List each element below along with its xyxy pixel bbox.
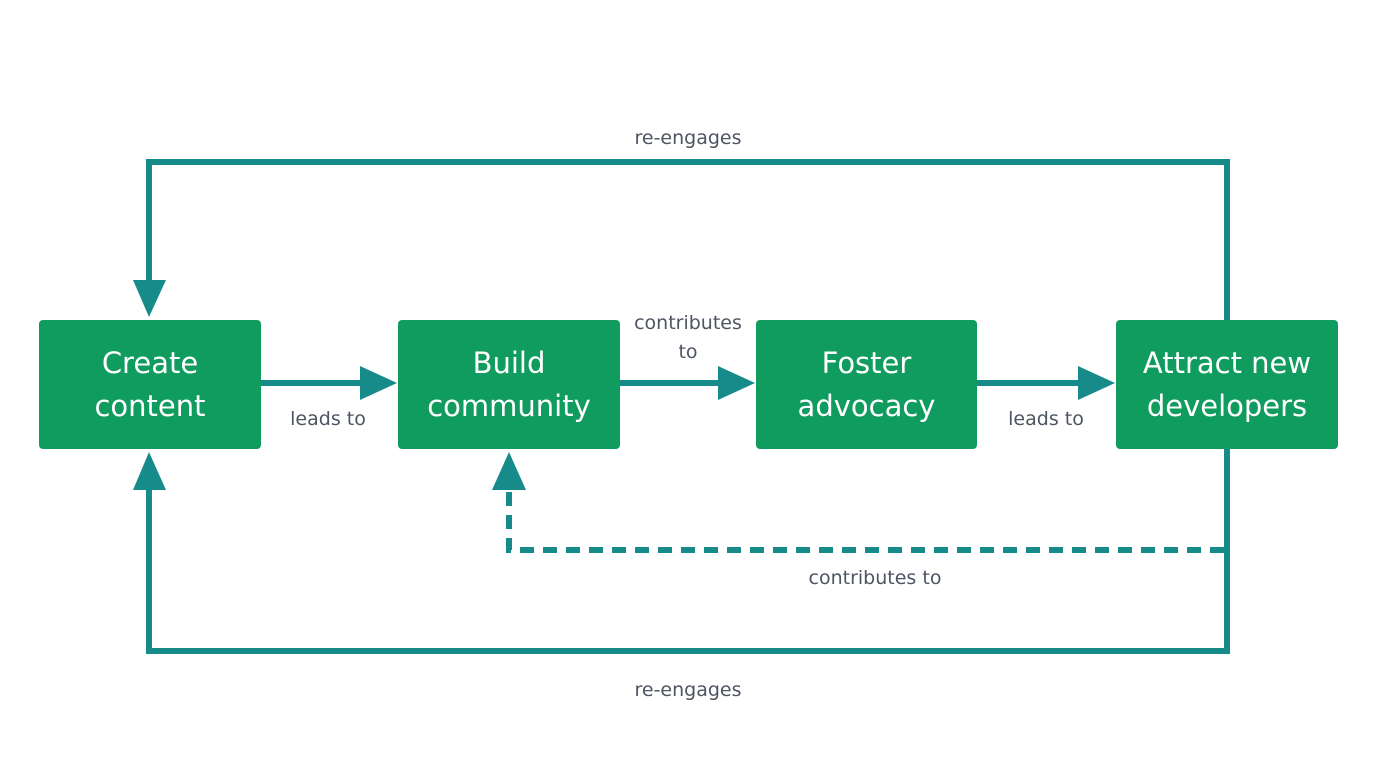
node-foster-advocacy: Foster advocacy bbox=[756, 320, 977, 449]
node-create-content-line1: Create bbox=[101, 345, 199, 380]
edge-label-leads-to-foster-attract: leads to bbox=[1008, 408, 1084, 430]
node-attract-developers: Attract new developers bbox=[1116, 320, 1338, 449]
node-build-community-line2: community bbox=[427, 388, 591, 423]
arrowhead-create-bottom bbox=[133, 452, 166, 490]
edge-label-reengages-bottom: re-engages bbox=[634, 679, 742, 701]
arrowhead-attract-left bbox=[1078, 366, 1115, 400]
edge-label-contributes-line1: contributes bbox=[634, 312, 742, 334]
edge-label-leads-to-create-build: leads to bbox=[290, 408, 366, 430]
node-build-community: Build community bbox=[398, 320, 620, 449]
arrowhead-foster-left bbox=[718, 366, 755, 400]
node-create-content: Create content bbox=[39, 320, 261, 449]
edge-attract-to-build-dashed-line bbox=[506, 489, 1224, 553]
arrowhead-build-bottom bbox=[492, 452, 526, 490]
edge-attract-to-create-bottom-line bbox=[146, 449, 1230, 654]
edge-label-contributes-line2: to bbox=[678, 341, 698, 363]
node-attract-developers-line1: Attract new bbox=[1142, 345, 1312, 380]
node-attract-developers-line2: developers bbox=[1146, 388, 1308, 423]
node-create-content-line2: content bbox=[94, 388, 206, 423]
arrowhead-build-left bbox=[360, 366, 397, 400]
edge-label-contributes-to-build-foster: contributes to bbox=[608, 309, 768, 367]
node-foster-advocacy-line1: Foster bbox=[821, 345, 912, 380]
node-foster-advocacy-line2: advocacy bbox=[797, 388, 936, 423]
edge-attract-to-create-top-line bbox=[146, 159, 1230, 320]
edge-label-contributes-to-dashed: contributes to bbox=[808, 567, 942, 589]
arrowhead-create-top bbox=[133, 280, 166, 317]
edge-label-reengages-top: re-engages bbox=[634, 127, 742, 149]
node-build-community-line1: Build bbox=[472, 345, 546, 380]
